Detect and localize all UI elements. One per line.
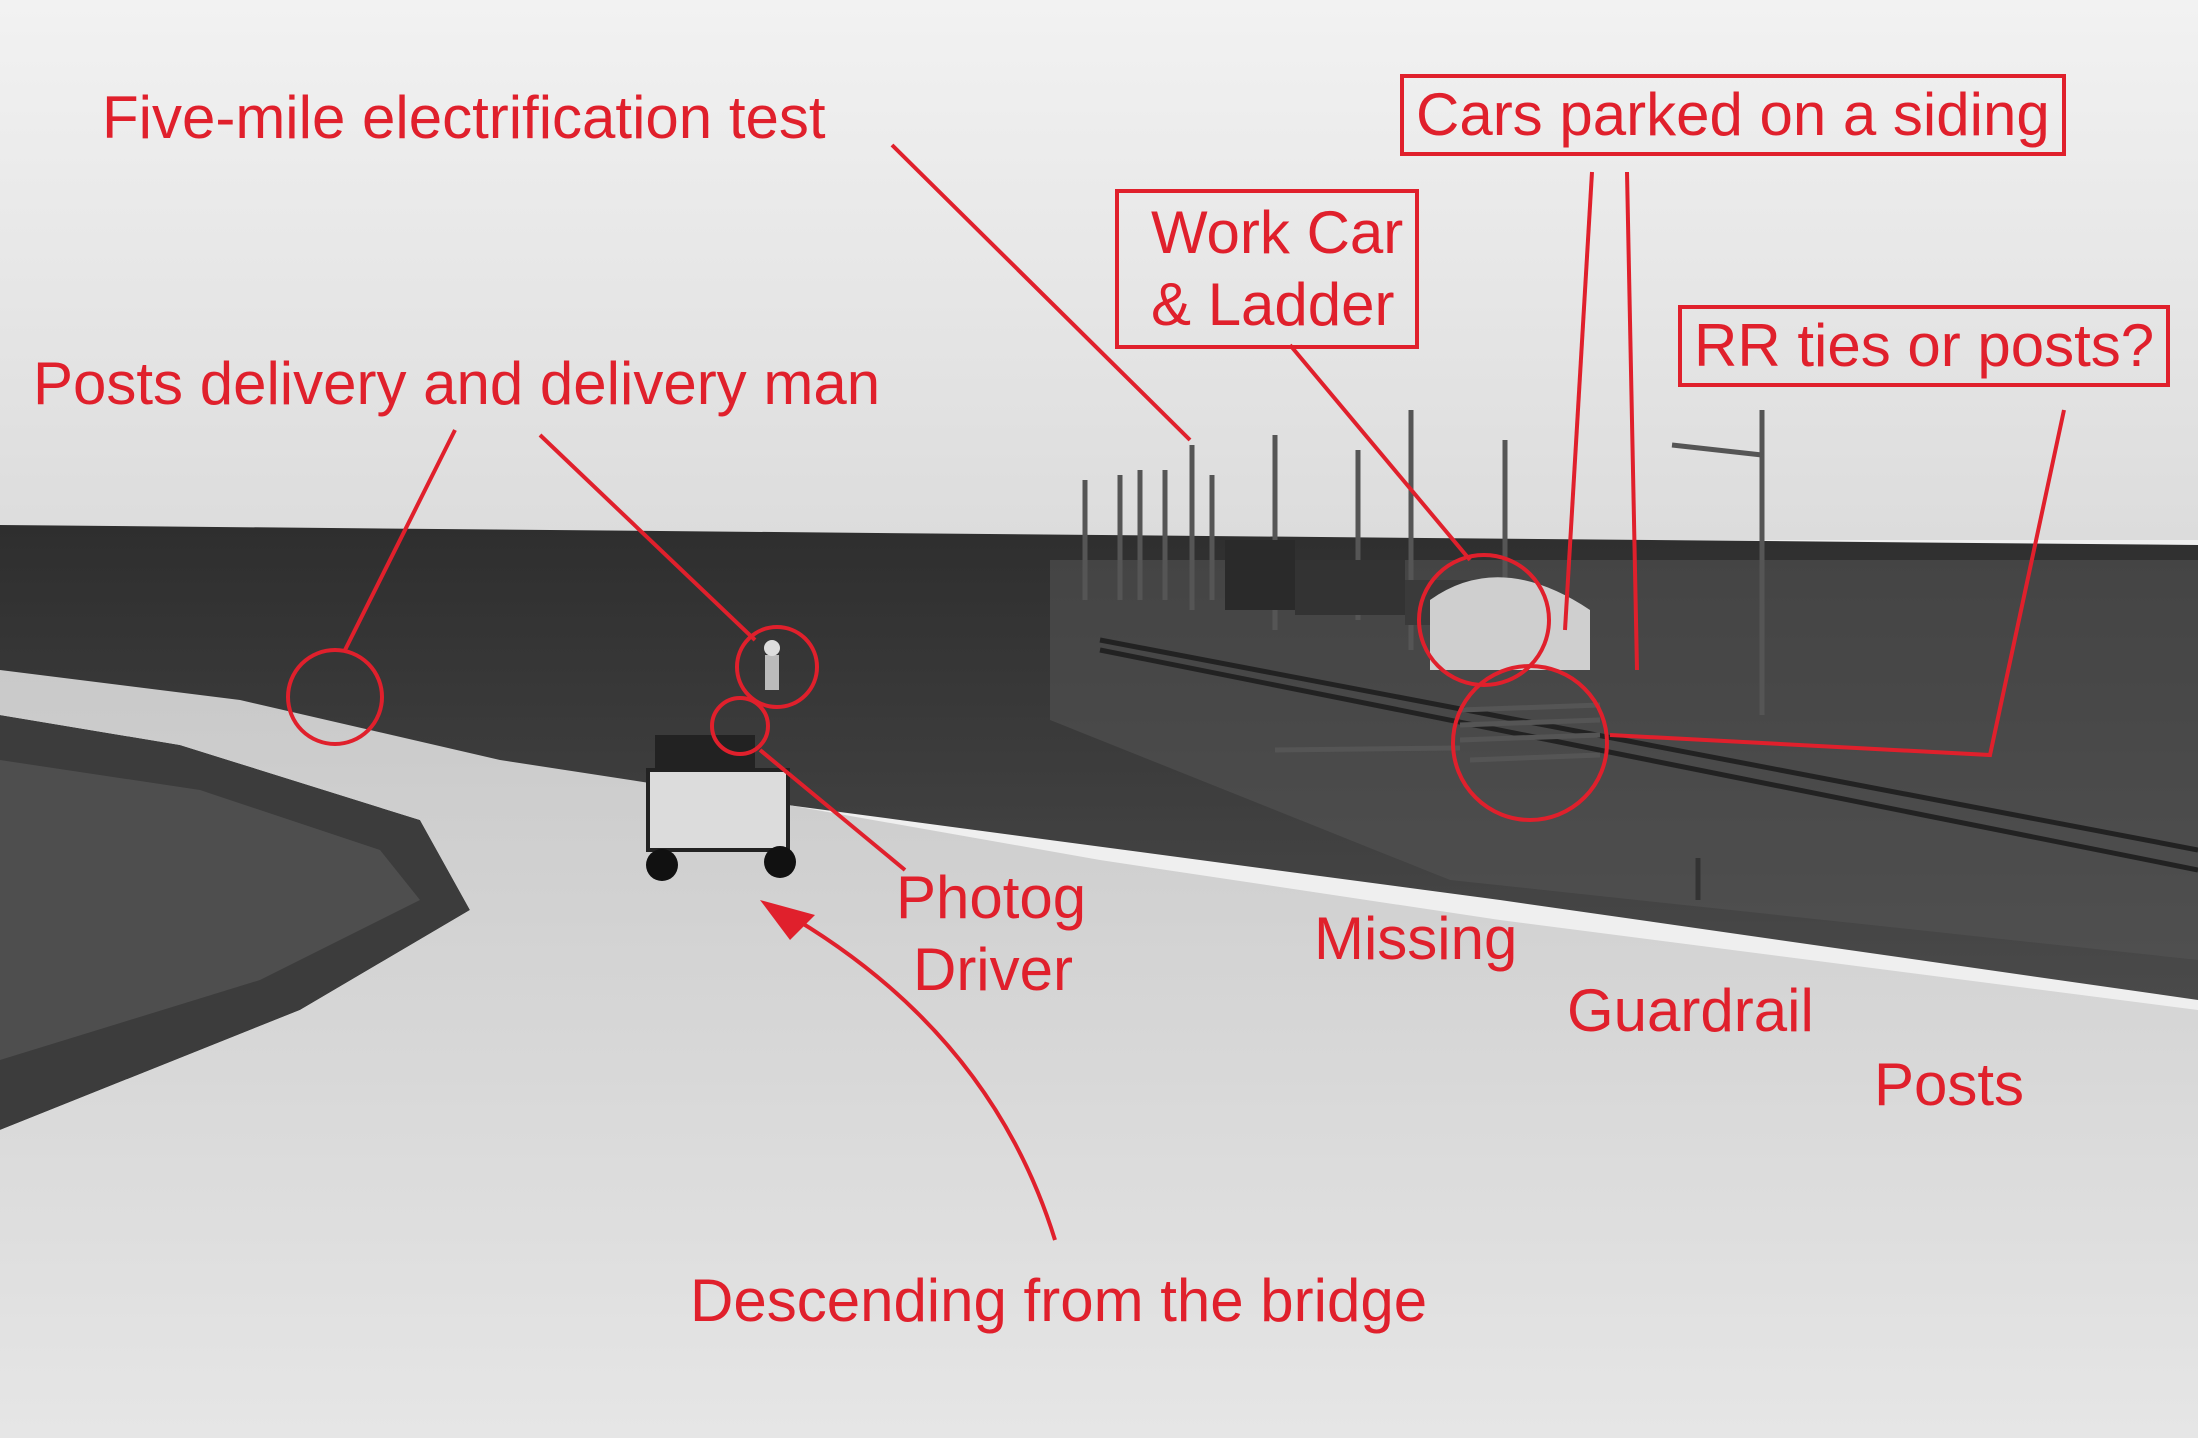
rail-track-1 [1099,637,2198,853]
label-posts: Posts [1874,1051,2025,1118]
stacked-posts [1274,702,1601,763]
label-cars-parked: Cars parked on a siding [1400,74,2066,156]
label-work-car-line1: Work Car [1151,199,1404,266]
label-photog: Photog [896,864,1087,931]
field-right [1050,560,2198,960]
label-guardrail: Guardrail [1567,977,1814,1044]
embankment-highlight [0,760,420,1060]
label-posts-delivery: Posts delivery and delivery man [33,350,881,417]
label-five-mile: Five-mile electrification test [102,84,826,151]
label-work-car-line2: & Ladder [1151,271,1395,338]
label-rr-ties: RR ties or posts? [1678,305,2171,387]
car [646,735,796,881]
label-descending: Descending from the bridge [690,1267,1428,1334]
label-work-car: Work Car & Ladder [1115,189,1420,349]
road [0,670,2198,1438]
label-driver: Driver [913,936,1073,1003]
rail-track-2 [1099,647,2198,873]
delivery-man [764,640,780,690]
annotation-lines [343,143,2066,1241]
sky [0,0,2198,540]
label-missing: Missing [1314,905,1518,972]
arrow-head [760,900,815,940]
annotation-circles [286,553,1609,822]
